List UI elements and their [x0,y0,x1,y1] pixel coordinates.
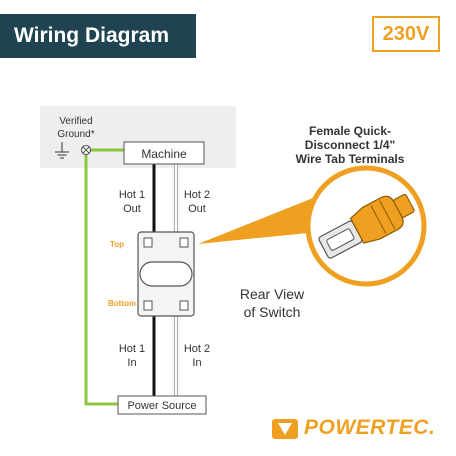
switch-rocker [139,261,193,287]
callout-label-line1: Female Quick- [309,124,391,138]
quick-disconnect-terminal-icon [318,193,415,259]
ground-label-line2: Ground* [57,129,94,140]
hot1-out-label-line1: Hot 1 [119,189,145,201]
voltage-badge: 230V [372,16,440,52]
hot1-in-label-line1: Hot 1 [119,343,145,355]
ground-label-line1: Verified [59,116,92,127]
title-banner: Wiring Diagram [0,14,196,58]
switch-body [137,231,195,317]
hot2-in-label-line2: In [192,357,201,369]
switch-bottom-label: Bottom [108,299,136,308]
callout-label-line3: Wire Tab Terminals [296,152,405,166]
ground-symbol-icon [55,142,69,159]
switch-tab-top-right [179,237,189,248]
switch-tab-bottom-right [179,300,189,311]
power-source-box [117,395,207,415]
callout-pointer [198,196,318,244]
switch-tab-bottom-left [143,300,153,311]
machine-box [123,141,205,165]
hot2-out-label-line2: Out [188,203,206,215]
voltage-label: 230V [382,22,430,45]
ground-wire [84,150,118,406]
brand-mark-icon [270,413,300,443]
ground-terminal-icon [80,144,92,156]
hot1-in-label-line2: In [127,357,136,369]
switch-tab-top-left [143,237,153,248]
machine-label: Machine [141,147,187,161]
hot2-in-label-line1: Hot 2 [184,343,210,355]
switch-top-label: Top [110,240,124,249]
page-title: Wiring Diagram [14,24,169,47]
hot1-out-label-line2: Out [123,203,141,215]
brand-name: POWERTEC. [304,416,436,439]
hot2-out-label-line1: Hot 2 [184,189,210,201]
power-source-label: Power Source [127,400,196,412]
rear-view-label-line2: of Switch [244,304,301,320]
rear-view-label-line1: Rear View [240,286,305,302]
brand-logo: POWERTEC. [270,410,446,446]
callout-label-line2: Disconnect 1/4" [305,138,395,152]
